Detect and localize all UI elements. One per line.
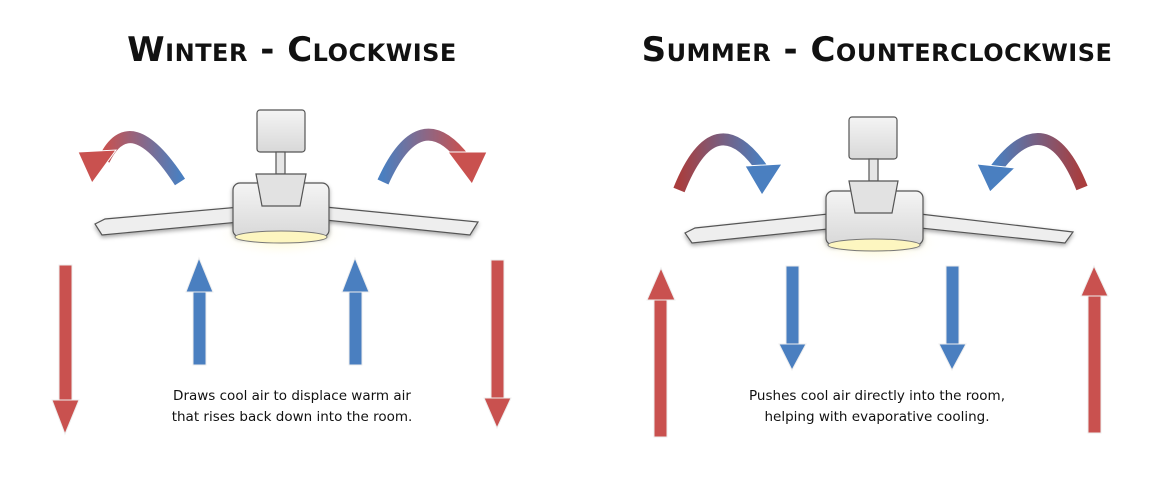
up-arrow-icon: [646, 266, 676, 438]
winter-caption-line1: Draws cool air to displace warm air: [173, 388, 411, 404]
down-arrow-icon: [483, 259, 512, 430]
curved-arrow-icon: [976, 133, 1088, 193]
up-arrow-icon: [341, 256, 370, 366]
winter-caption-line2: that rises back down into the room.: [171, 409, 413, 425]
up-arrow-icon: [1080, 264, 1109, 434]
curved-arrow-icon: [377, 128, 488, 185]
summer-panel: Summer - Counterclockwise: [585, 0, 1169, 486]
summer-caption-line1: Pushes cool air directly into the room,: [749, 388, 1005, 404]
down-arrow-icon: [51, 264, 80, 436]
curved-arrow-icon: [77, 131, 186, 186]
ceiling-fan-icon: [684, 116, 1075, 267]
down-arrow-icon: [938, 265, 967, 372]
winter-diagram: [51, 109, 512, 436]
summer-title: Summer - Counterclockwise: [641, 30, 1113, 70]
up-arrow-icon: [185, 256, 214, 366]
curved-arrow-icon: [673, 133, 783, 196]
winter-title: Winter - Clockwise: [127, 30, 457, 70]
down-arrow-icon: [778, 265, 807, 372]
ceiling-fan-icon: [94, 109, 480, 259]
summer-caption: Pushes cool air directly into the room, …: [585, 386, 1169, 428]
summer-diagram: [646, 116, 1109, 438]
winter-caption: Draws cool air to displace warm air that…: [0, 386, 584, 428]
summer-caption-line2: helping with evaporative cooling.: [764, 409, 990, 425]
winter-panel: Winter - Clockwise: [0, 0, 584, 486]
